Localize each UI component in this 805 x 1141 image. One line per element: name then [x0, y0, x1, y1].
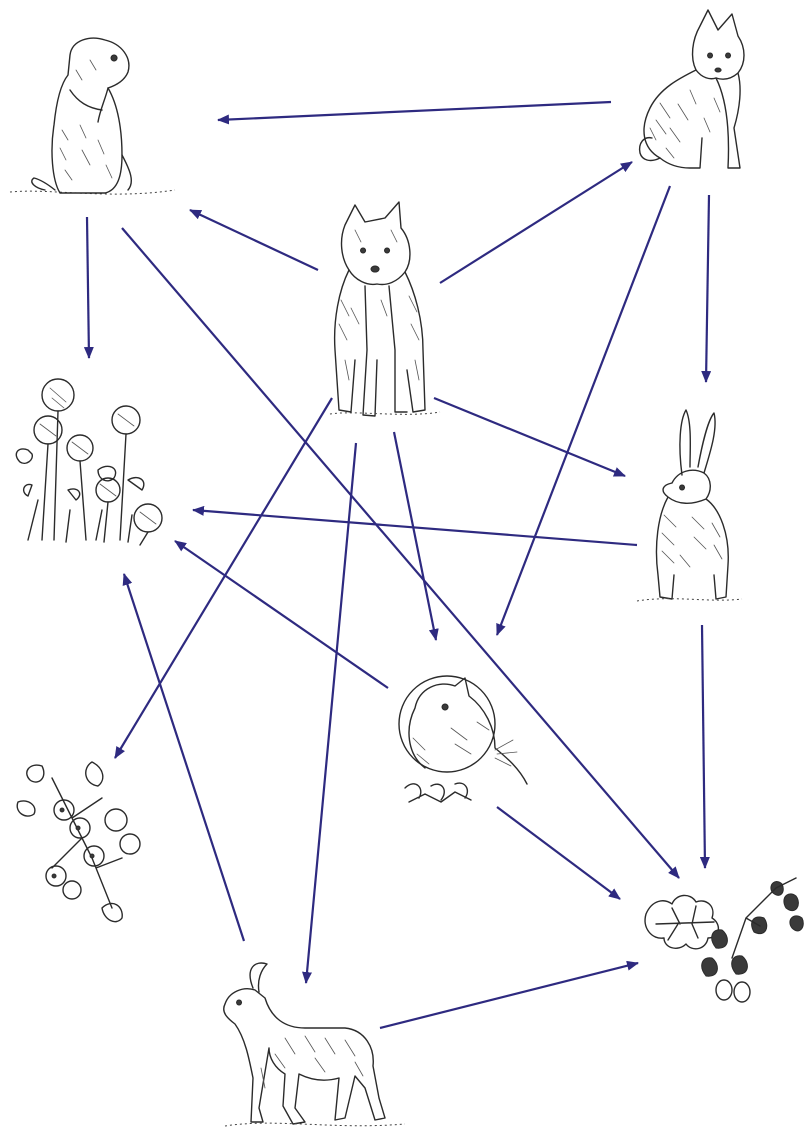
- arrow-wolf-to-mouse: [394, 432, 436, 640]
- arrow-mouse-to-oak: [497, 807, 620, 899]
- arrow-wolf-to-berries: [115, 398, 332, 758]
- berry-branch-icon: [17, 762, 140, 922]
- arrow-fox-to-mouse: [497, 186, 670, 635]
- arrow-marmot-to-oak: [122, 228, 679, 878]
- arrow-wolf-to-marmot: [190, 210, 318, 270]
- arrow-fox-to-hare: [706, 195, 709, 382]
- arrow-ibex-to-clover: [124, 574, 244, 941]
- arrow-mouse-to-clover: [175, 541, 388, 688]
- arrow-wolf-to-ibex: [306, 443, 356, 983]
- arrow-marmot-to-clover: [87, 217, 89, 358]
- wolf-icon: [330, 202, 440, 416]
- mouse-icon: [399, 676, 527, 802]
- arrow-wolf-to-hare: [434, 398, 625, 476]
- marmot-icon: [10, 38, 175, 194]
- arrow-hare-to-oak: [702, 625, 705, 868]
- arrows: [87, 102, 709, 1028]
- ibex-icon: [224, 963, 405, 1126]
- arrow-wolf-to-fox: [440, 162, 632, 283]
- hare-icon: [637, 410, 742, 601]
- fox-icon: [640, 10, 744, 168]
- arrow-ibex-to-oak: [380, 963, 638, 1028]
- clover-icon: [16, 379, 162, 545]
- oak-leaves-icon: [645, 878, 803, 1002]
- arrow-fox-to-marmot: [218, 102, 611, 120]
